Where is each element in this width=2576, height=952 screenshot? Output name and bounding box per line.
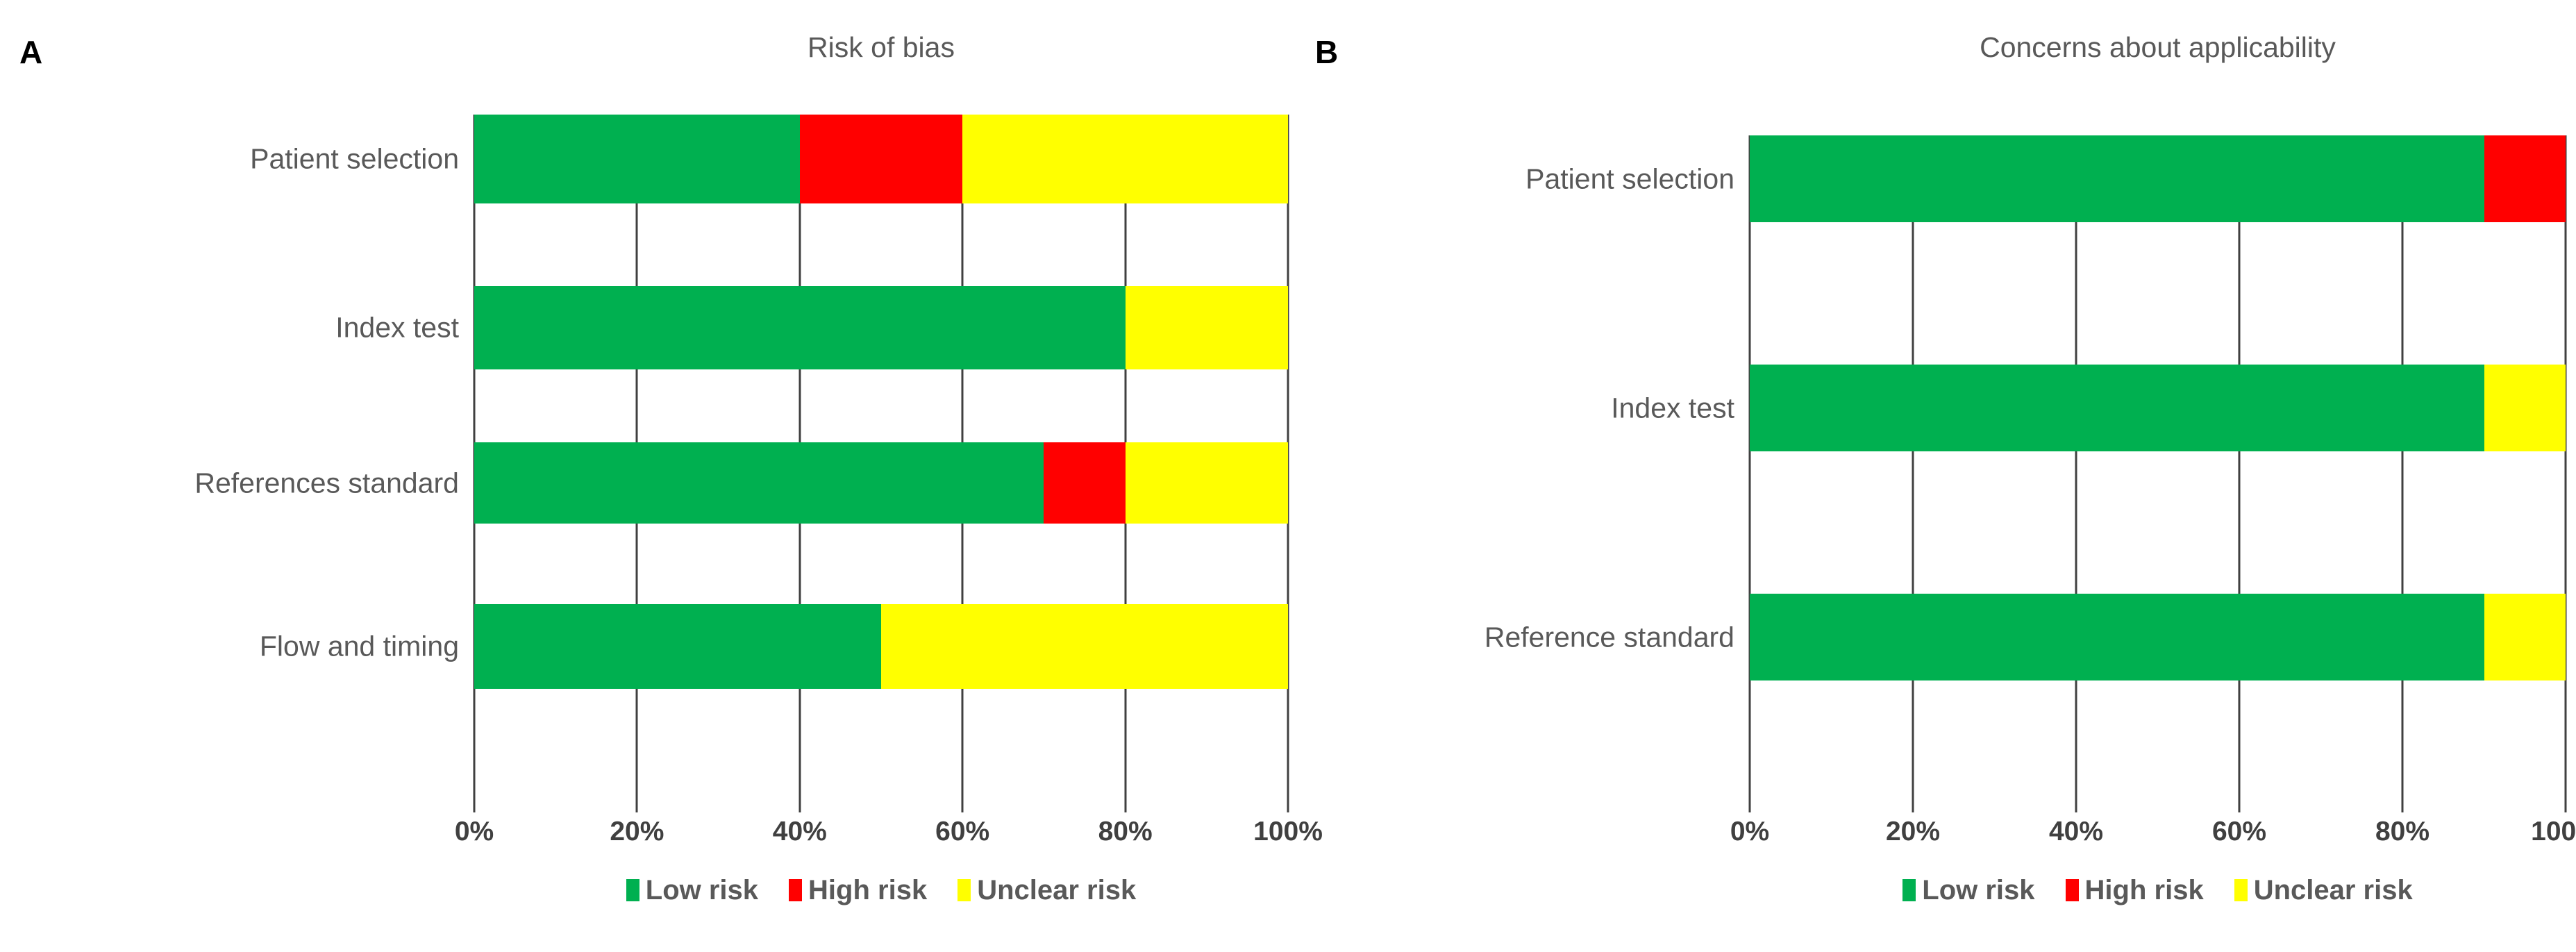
bar-segment-low-risk [474,115,800,203]
legend-label: Unclear risk [977,875,1137,905]
bar-segment-unclear-risk [1125,286,1288,369]
bar-segment-unclear-risk [881,604,1288,689]
bar-segment-high-risk [799,115,963,203]
x-axis-tick-label: 0% [454,817,494,846]
legend-swatch-icon [2065,879,2079,901]
x-axis-tick-label: 20% [1885,817,1941,846]
tick-mark [473,799,476,812]
legend-item-high-risk[interactable]: High risk [789,876,927,904]
panel-b-legend: Low risk High risk Unclear risk [1750,876,2566,904]
tick-mark [798,799,801,812]
bar-segment-low-risk [1750,135,2484,222]
legend-label: Low risk [645,875,759,905]
bar-segment-low-risk [474,604,881,689]
tick-mark [2075,799,2077,812]
legend-item-high-risk[interactable]: High risk [2065,875,2204,905]
legend-swatch-icon [957,879,971,901]
x-axis-tick-label: 40% [2048,817,2104,846]
x-axis-tick-label: 100% [2531,817,2576,846]
x-axis-tick-label: 60% [2211,817,2267,846]
legend-swatch-icon [1902,879,1916,901]
bar-segment-unclear-risk [2484,594,2566,680]
x-axis-tick-label: 80% [1098,817,1153,846]
bar-row: References standard [194,442,1288,524]
tick-mark [1912,799,1914,812]
category-label: Reference standard [1484,621,1734,653]
category-label: Patient selection [250,142,459,175]
legend-item-unclear-risk[interactable]: Unclear risk [2234,876,2413,904]
legend-label: High risk [2084,875,2204,905]
bar-row: Patient selection [1525,135,2566,222]
x-axis-tick-label: 40% [772,817,827,846]
bar-row: Patient selection [250,115,1288,203]
panel-a-legend: Low risk High risk Unclear risk [474,876,1288,904]
panel-b-letter: B [1315,34,1339,70]
legend-label: Unclear risk [2253,875,2413,905]
bar-segment-low-risk [474,442,1044,524]
tick-mark [1124,799,1127,812]
panel-a-title: Risk of bias [808,31,955,63]
x-axis-tick-label: 100% [1253,817,1323,846]
tick-mark [635,799,638,812]
panel-b-x-axis-labels: 0% 20% 40% 60% 80% 100% [1730,817,2576,854]
x-axis-tick-label: 80% [2375,817,2430,846]
tick-mark [2401,799,2404,812]
x-axis-tick-label: 20% [610,817,664,846]
bar-segment-low-risk [1750,594,2484,680]
x-axis-tick-label: 0% [1730,817,1770,846]
bar-segment-high-risk [2484,135,2566,222]
panel-b: B Concerns about applicability Patient s… [1305,0,2576,952]
legend-item-low-risk[interactable]: Low risk [1902,875,2035,905]
panel-b-tick-marks [1748,799,2567,817]
category-label: References standard [194,467,459,499]
legend-swatch-icon [626,879,639,901]
bar-segment-unclear-risk [1125,442,1288,524]
bar-segment-low-risk [1750,365,2484,451]
category-label: Index test [1611,392,1734,424]
x-axis-tick-label: 60% [935,817,990,846]
bar-row: Reference standard [1484,594,2566,680]
category-label: Patient selection [1525,162,1734,194]
panel-b-title: Concerns about applicability [1980,31,2336,63]
legend-swatch-icon [789,879,803,901]
tick-mark [961,799,964,812]
category-label: Flow and timing [259,630,459,662]
legend-label: Low risk [1922,875,2035,905]
bar-row: Index test [1611,365,2566,451]
legend-swatch-icon [2234,879,2248,901]
bar-row: Index test [335,286,1288,369]
bar-segment-low-risk [474,286,1126,369]
tick-mark [1748,799,1751,812]
legend-label: High risk [808,875,928,905]
legend-item-unclear-risk[interactable]: Unclear risk [957,876,1136,904]
tick-mark [2564,799,2567,812]
bar-segment-unclear-risk [2484,365,2566,451]
panel-a-tick-marks [473,799,1289,817]
tick-mark [1287,799,1289,812]
panel-a-letter: A [19,34,43,70]
bar-row: Flow and timing [260,604,1288,689]
bar-segment-high-risk [1044,442,1126,524]
bar-segment-unclear-risk [962,115,1288,203]
panel-a-x-axis-labels: 0% 20% 40% 60% 80% 100% [455,817,1323,854]
tick-mark [2238,799,2241,812]
legend-item-low-risk[interactable]: Low risk [626,876,758,904]
category-label: Index test [335,311,459,344]
